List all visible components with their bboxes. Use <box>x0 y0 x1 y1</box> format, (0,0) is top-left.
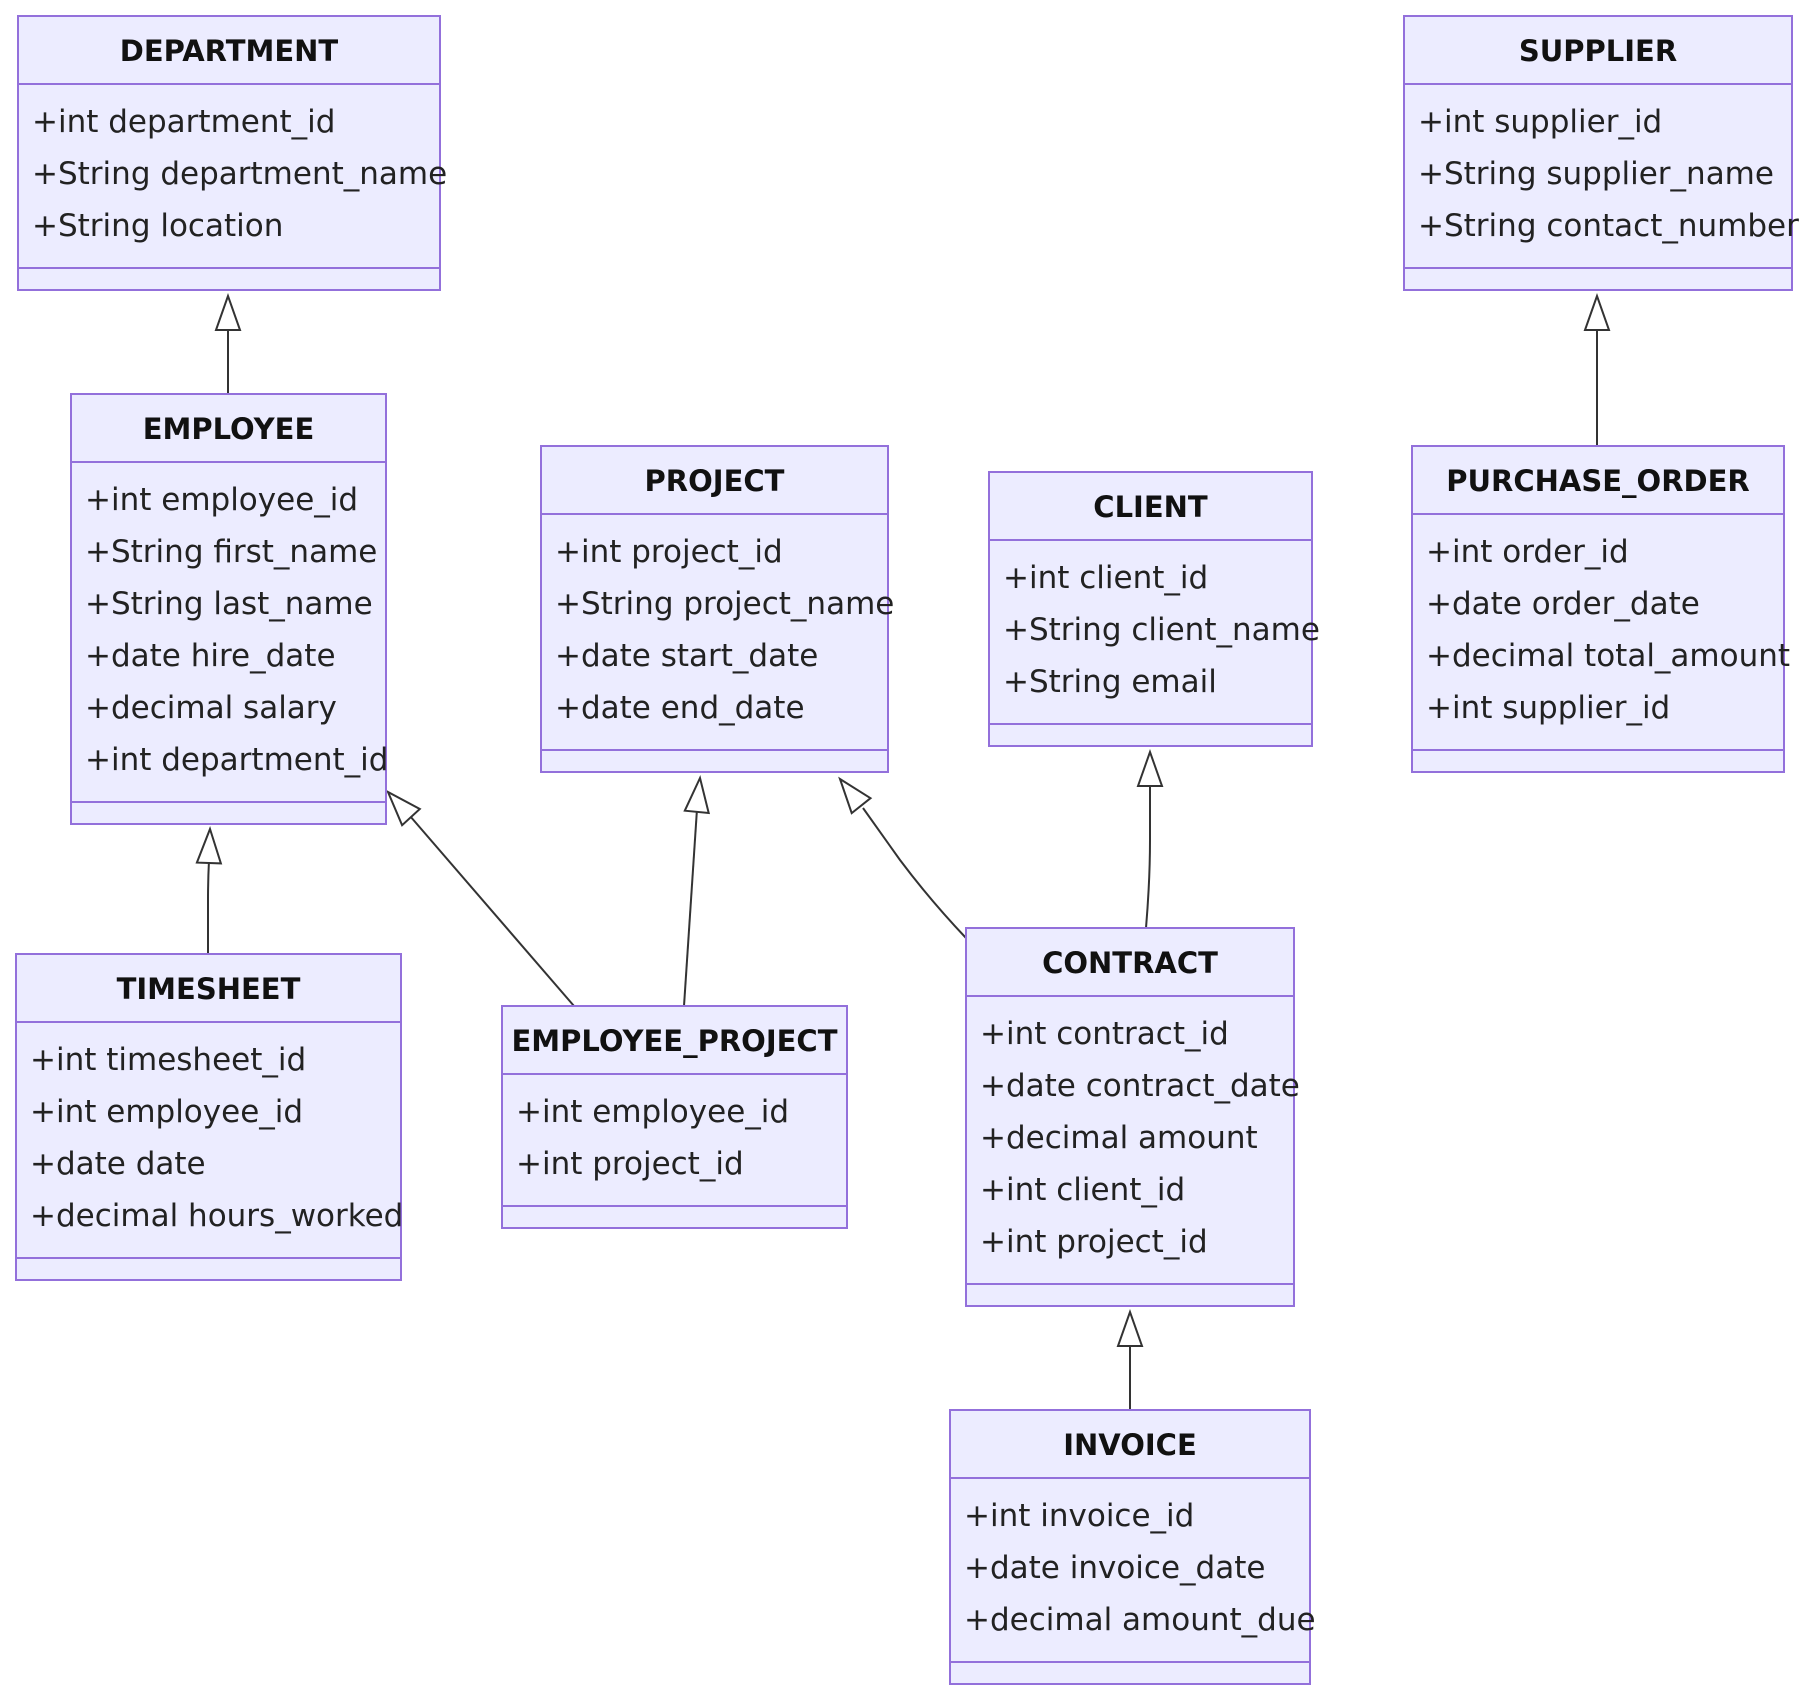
edge-contract-to-client <box>1136 748 1164 929</box>
class-employee-project: EMPLOYEE_PROJECT +int employee_id +int pro… <box>501 1005 848 1229</box>
class-employee: EMPLOYEE +int employee_id +String first_na… <box>70 393 388 825</box>
relation-edges <box>195 292 1611 1410</box>
class-attribute: +String location <box>32 208 283 244</box>
class-attribute: +int project_id <box>555 534 783 570</box>
class-attribute: +date date <box>30 1146 206 1182</box>
edge-purchase-order-to-supplier <box>1583 292 1611 446</box>
class-name: TIMESHEET <box>117 972 301 1006</box>
class-attribute: +int order_id <box>1426 534 1629 570</box>
class-attribute: +int department_id <box>32 104 335 140</box>
edge-line <box>207 859 210 954</box>
class-attribute: +String department_name <box>32 156 447 192</box>
inheritance-arrow-icon <box>195 825 223 865</box>
class-attribute: +String email <box>1003 664 1217 700</box>
class-box <box>15 953 402 1281</box>
inheritance-arrow-icon <box>1583 292 1611 331</box>
edge-line <box>1145 783 1151 929</box>
class-name: SUPPLIER <box>1519 34 1677 68</box>
class-box <box>1411 445 1785 773</box>
edge-line <box>862 807 967 939</box>
class-box <box>965 927 1295 1307</box>
edge-line <box>683 808 698 1007</box>
class-timesheet: TIMESHEET +int timesheet_id +int employee_… <box>15 953 403 1281</box>
class-attribute: +String project_name <box>555 586 894 622</box>
class-attribute: +decimal amount_due <box>964 1602 1316 1638</box>
class-box <box>1403 15 1793 291</box>
class-name: CLIENT <box>1093 490 1208 524</box>
class-attribute: +int client_id <box>1003 560 1208 596</box>
class-attribute: +int employee_id <box>516 1094 789 1130</box>
class-name: PURCHASE_ORDER <box>1446 464 1750 498</box>
class-attribute: +int project_id <box>980 1224 1208 1260</box>
edge-employee-project-to-project <box>683 775 711 1007</box>
class-name: PROJECT <box>645 464 785 498</box>
class-attribute: +int timesheet_id <box>30 1042 306 1078</box>
class-attribute: +int department_id <box>85 742 388 778</box>
class-box <box>17 15 441 291</box>
class-attribute: +date hire_date <box>85 638 336 674</box>
class-box <box>540 445 889 773</box>
class-name: CONTRACT <box>1042 946 1218 980</box>
class-contract: CONTRACT +int contract_id +date contract_d… <box>965 927 1300 1307</box>
inheritance-arrow-icon <box>385 789 422 827</box>
class-supplier: SUPPLIER +int supplier_id +String supplier… <box>1403 15 1799 291</box>
class-box <box>70 393 387 825</box>
class-box <box>988 471 1313 747</box>
class-attribute: +int invoice_id <box>964 1498 1194 1534</box>
inheritance-arrow-icon <box>838 776 873 815</box>
class-attribute: +String client_name <box>1003 612 1320 648</box>
class-attribute: +int employee_id <box>85 482 358 518</box>
class-attribute: +int supplier_id <box>1418 104 1662 140</box>
edge-contract-to-project <box>838 776 967 939</box>
edge-line <box>409 815 575 1007</box>
edge-employee-project-to-employee <box>385 789 575 1007</box>
class-attribute: +int employee_id <box>30 1094 303 1130</box>
edge-invoice-to-contract <box>1116 1308 1144 1410</box>
class-attribute: +decimal hours_worked <box>30 1198 403 1234</box>
class-attribute: +int project_id <box>516 1146 744 1182</box>
class-attribute: +decimal total_amount <box>1426 638 1790 674</box>
inheritance-arrow-icon <box>214 292 242 331</box>
class-attribute: +String contact_number <box>1418 208 1799 244</box>
inheritance-arrow-icon <box>683 775 711 815</box>
class-department: DEPARTMENT +int department_id +String depa… <box>17 15 447 291</box>
class-attribute: +decimal salary <box>85 690 337 726</box>
class-name: EMPLOYEE <box>143 412 315 446</box>
class-attribute: +decimal amount <box>980 1120 1258 1156</box>
class-box <box>501 1005 848 1229</box>
class-attribute: +int contract_id <box>980 1016 1229 1052</box>
edge-employee-to-department <box>214 292 242 394</box>
class-name: EMPLOYEE_PROJECT <box>511 1024 837 1058</box>
class-attribute: +date end_date <box>555 690 805 726</box>
class-name: DEPARTMENT <box>120 34 339 68</box>
edge-timesheet-to-employee <box>195 825 223 954</box>
class-attribute: +String first_name <box>85 534 377 570</box>
inheritance-arrow-icon <box>1116 1308 1144 1347</box>
class-attribute: +date order_date <box>1426 586 1700 622</box>
class-attribute: +int supplier_id <box>1426 690 1670 726</box>
class-purchase-order: PURCHASE_ORDER +int order_id +date order_d… <box>1411 445 1790 773</box>
class-client: CLIENT +int client_id +String client_name +… <box>988 471 1320 747</box>
class-name: INVOICE <box>1063 1428 1197 1462</box>
inheritance-arrow-icon <box>1136 748 1164 787</box>
class-attribute: +int client_id <box>980 1172 1185 1208</box>
class-attribute: +date start_date <box>555 638 818 674</box>
class-invoice: INVOICE +int invoice_id +date invoice_date… <box>949 1409 1316 1685</box>
class-attribute: +date contract_date <box>980 1068 1300 1104</box>
class-attribute: +String supplier_name <box>1418 156 1774 192</box>
class-attribute: +String last_name <box>85 586 373 622</box>
class-box <box>949 1409 1311 1685</box>
class-nodes: DEPARTMENT +int department_id +String depa… <box>15 15 1799 1685</box>
class-project: PROJECT +int project_id +String project_na… <box>540 445 894 773</box>
class-attribute: +date invoice_date <box>964 1550 1265 1586</box>
